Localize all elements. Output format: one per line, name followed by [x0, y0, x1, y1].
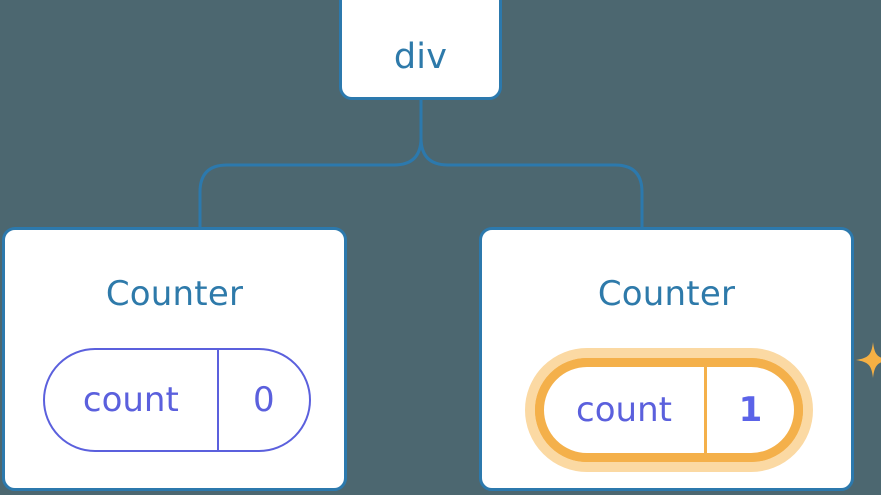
root-node-div[interactable]: div — [339, 0, 502, 100]
sparkle-large-icon — [856, 342, 881, 378]
state-value-label: 0 — [253, 380, 275, 420]
connector-to-left-counter — [198, 100, 423, 227]
state-pill-wrapper-highlighted: count 1 — [525, 342, 881, 472]
state-pill-highlight-glow: count 1 — [525, 348, 813, 472]
root-node-label: div — [393, 37, 448, 77]
sparkles-group — [856, 342, 881, 378]
component-title: Counter — [105, 274, 244, 314]
component-title: Counter — [597, 274, 736, 314]
state-key-label: count — [45, 350, 219, 450]
component-card-counter-right[interactable]: Counter count 1 — [479, 227, 881, 491]
component-card-counter-left[interactable]: Counter count 0 — [2, 227, 347, 491]
state-pill-count[interactable]: count 0 — [43, 348, 311, 452]
state-pill-count-highlighted[interactable]: count 1 — [535, 358, 803, 462]
state-pill-wrapper: count 0 — [43, 348, 311, 452]
connector-to-right-counter — [419, 100, 644, 227]
state-value-label: 1 — [738, 390, 763, 430]
state-key-label: count — [544, 367, 707, 453]
